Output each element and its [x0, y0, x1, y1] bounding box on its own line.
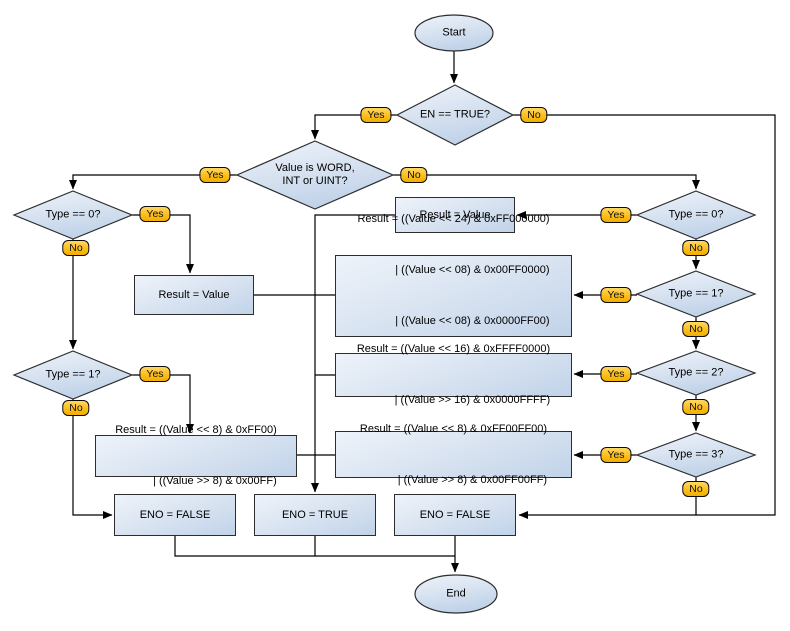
start-label: Start	[442, 26, 466, 39]
process-swap32: Result = ((Value << 24) & 0xFF000000) | …	[335, 213, 572, 378]
badge-rtype2-yes: Yes	[600, 366, 632, 382]
connector-eno1-out	[174, 536, 455, 557]
value-check-line1: Value is WORD,	[275, 162, 355, 174]
end-terminal-shape	[414, 574, 498, 614]
process-top-result-value: Result = Value	[395, 197, 515, 233]
badge-rtype2-no: No	[682, 399, 710, 415]
connector-en-no-right-trunk	[513, 114, 776, 519]
swap32-line1: Result = ((Value << 24) & 0xFF000000)	[357, 213, 550, 225]
right-type3-diamond	[635, 432, 757, 478]
value-check-label: Value is WORD, INT or UINT?	[275, 162, 354, 188]
badge-ltype1-yes: Yes	[139, 366, 171, 382]
badge-value-no: No	[400, 167, 428, 183]
process-swap8-32-text: Result = ((Value << 8) & 0xFF00FF00) | (…	[360, 387, 547, 523]
process-swap8-16-text: Result = ((Value << 8) & 0xFF00) | ((Val…	[115, 388, 277, 524]
process-top-result-value-text: Result = Value	[419, 209, 491, 221]
swap16-line1: Result = ((Value << 16) & 0xFFFF0000)	[356, 343, 551, 355]
process-left-result-value-text: Result = Value	[158, 289, 230, 301]
value-check-line2: INT or UINT?	[282, 175, 348, 187]
process-swap16-text: Result = ((Value << 16) & 0xFFFF0000) | …	[357, 307, 550, 443]
process-swap16: Result = ((Value << 16) & 0xFFFF0000) | …	[335, 343, 572, 406]
left-type0-diamond	[12, 190, 134, 240]
left-type1-label: Type == 1?	[45, 368, 101, 381]
badge-rtype3-yes: Yes	[600, 447, 632, 463]
swap8-16-line2: | ((Value >> 8) & 0x00FF)	[153, 475, 277, 487]
connector-value-no	[393, 174, 700, 190]
swap32-line3: | ((Value << 08) & 0x0000FF00)	[395, 315, 550, 327]
badge-rtype3-no: No	[682, 481, 710, 497]
connector-value-yes	[69, 174, 237, 190]
process-eno-false-right: ENO = FALSE	[394, 494, 516, 536]
process-eno-false-left: ENO = FALSE	[114, 494, 236, 536]
connector-ltype0-yes	[132, 214, 194, 274]
value-check-diamond	[235, 140, 395, 210]
process-eno-true: ENO = TRUE	[254, 494, 376, 536]
badge-ltype0-no: No	[62, 240, 90, 256]
badge-rtype1-yes: Yes	[600, 287, 632, 303]
right-type2-label: Type == 2?	[668, 366, 724, 379]
right-type2-diamond	[635, 350, 757, 396]
right-type1-diamond	[635, 270, 757, 318]
connector-ltype1-no	[72, 399, 113, 519]
badge-value-yes: Yes	[199, 167, 231, 183]
right-type0-diamond	[635, 190, 757, 240]
eno-false-right-text: ENO = FALSE	[419, 509, 491, 521]
left-type0-label: Type == 0?	[45, 208, 101, 221]
swap32-line2: | ((Value << 08) & 0x00FF0000)	[395, 264, 550, 276]
swap16-line2: | ((Value >> 16) & 0x0000FFFF)	[394, 394, 551, 406]
process-swap8-16: Result = ((Value << 8) & 0xFF00) | ((Val…	[95, 424, 297, 487]
badge-ltype1-no: No	[62, 400, 90, 416]
start-terminal-shape	[414, 14, 494, 52]
badge-rtype0-no: No	[682, 240, 710, 256]
right-type0-label: Type == 0?	[668, 208, 724, 221]
badge-ltype0-yes: Yes	[139, 206, 171, 222]
connector-central-trunk	[311, 214, 395, 493]
eno-false-left-text: ENO = FALSE	[139, 509, 211, 521]
process-left-result-value: Result = Value	[134, 275, 254, 315]
en-check-diamond	[395, 84, 515, 146]
badge-rtype0-yes: Yes	[600, 207, 632, 223]
right-type3-label: Type == 3?	[668, 448, 724, 461]
right-type1-label: Type == 1?	[668, 287, 724, 300]
en-check-label: EN == TRUE?	[419, 108, 491, 121]
end-label: End	[446, 587, 466, 600]
badge-en-yes: Yes	[360, 107, 392, 123]
process-swap8-32: Result = ((Value << 8) & 0xFF00FF00) | (…	[335, 423, 572, 486]
swap8-32-line1: Result = ((Value << 8) & 0xFF00FF00)	[359, 422, 548, 435]
eno-true-text: ENO = TRUE	[281, 509, 349, 521]
badge-en-no: No	[520, 107, 548, 123]
swap8-32-line2: | ((Value >> 8) & 0x00FF00FF)	[397, 473, 548, 486]
left-type1-diamond	[12, 350, 134, 400]
badge-rtype1-no: No	[682, 321, 710, 337]
swap8-16-line1: Result = ((Value << 8) & 0xFF00)	[115, 424, 277, 436]
